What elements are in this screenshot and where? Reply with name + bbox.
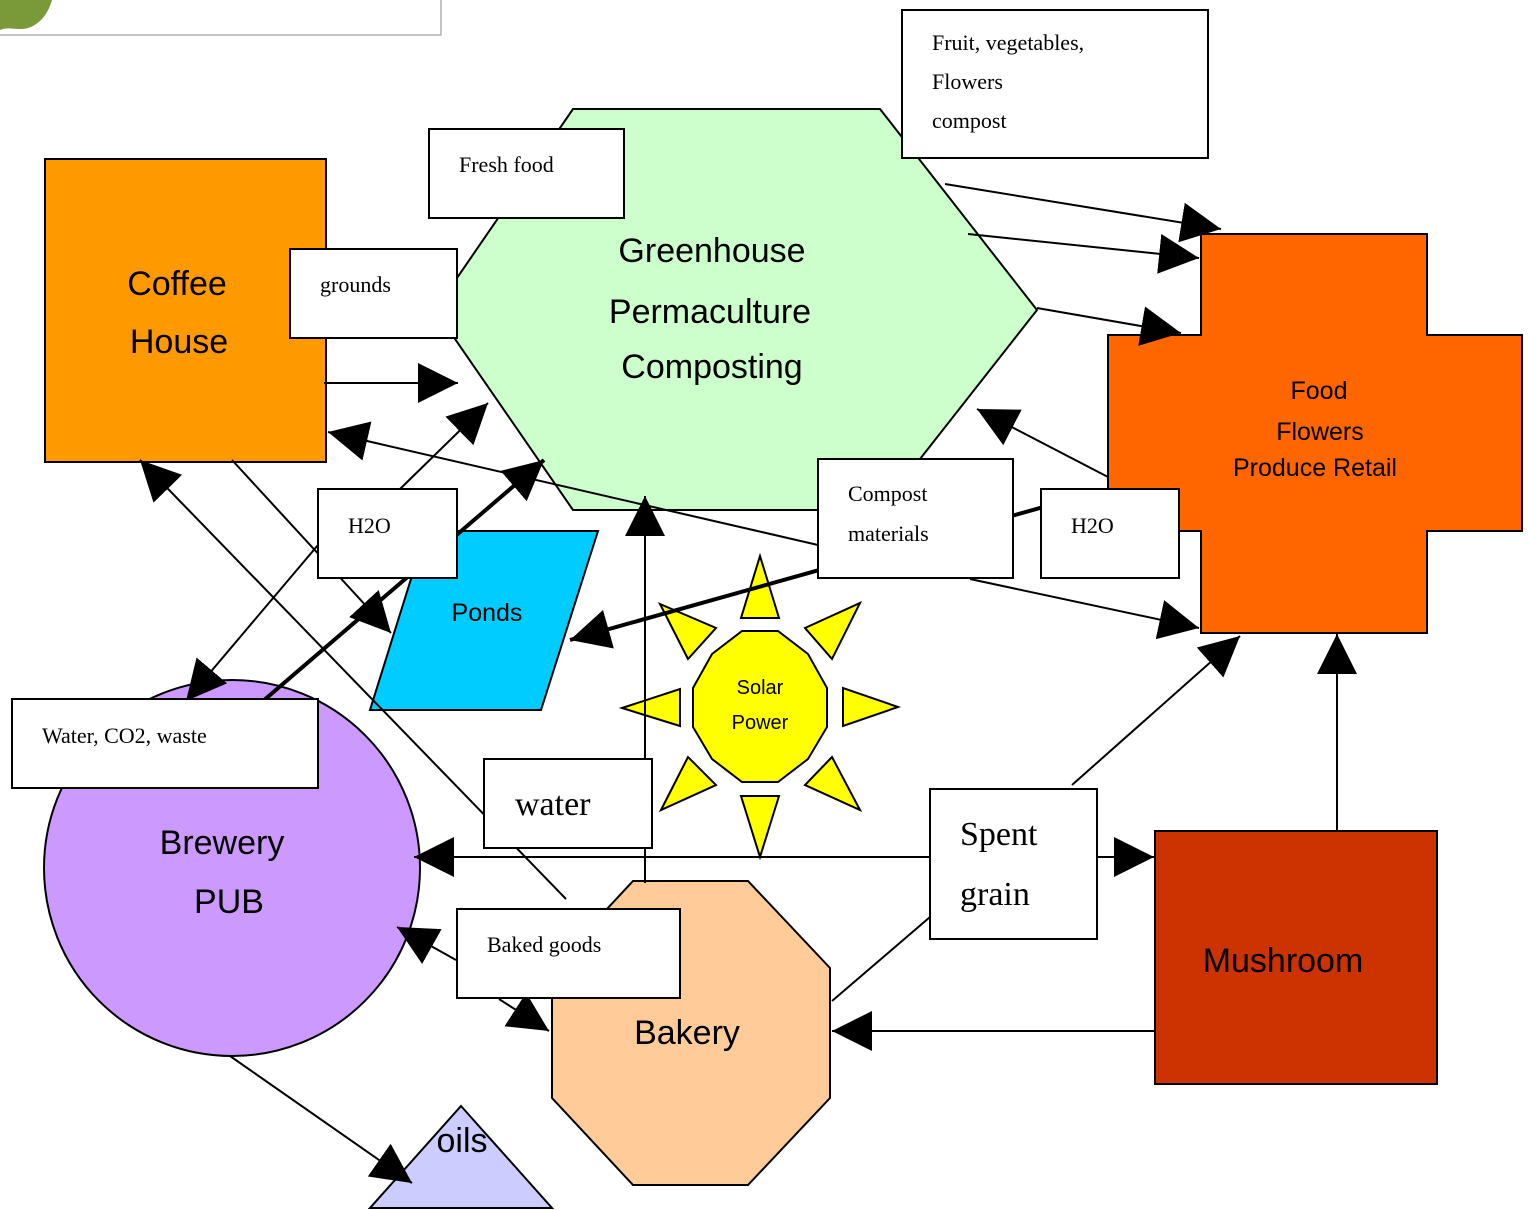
flow-arrow (969, 578, 1200, 640)
compost-materials-line2: materials (848, 521, 929, 546)
spent-grain-line1: Spent (960, 816, 1038, 853)
leaf-logo-icon (0, 0, 52, 30)
label-box (901, 9, 1209, 159)
grounds-label: grounds (320, 272, 391, 297)
brewery-label-line1: Brewery (160, 824, 285, 862)
solar-label-line2: Power (732, 712, 789, 734)
water-label: water (515, 786, 591, 823)
label-box (289, 248, 458, 339)
bakery-label: Bakery (634, 1014, 740, 1052)
retail-node (1107, 233, 1523, 634)
flow-arrow (396, 926, 457, 964)
label-box (929, 788, 1098, 940)
greenhouse-label-line1: Greenhouse (618, 232, 805, 270)
fruit-veg-line2: Flowers (932, 69, 1003, 94)
label-box (817, 458, 1014, 579)
retail-label-line1: Food (1291, 377, 1348, 405)
logo-frame (0, 0, 442, 36)
flow-arrow (261, 458, 546, 703)
mushroom-label: Mushroom (1203, 942, 1364, 980)
oils-label: oils (436, 1122, 487, 1160)
mushroom-node (1154, 830, 1438, 1085)
sun-ray (657, 601, 718, 661)
greenhouse-label-line2: Permaculture (609, 293, 811, 331)
label-box (317, 488, 458, 579)
greenhouse-label-line3: Composting (621, 348, 802, 386)
spent-grain-line2: grain (960, 876, 1030, 913)
label-box (428, 128, 625, 219)
oils-node (367, 1104, 555, 1209)
flow-arrow (231, 459, 392, 634)
flow-arrow (229, 1055, 413, 1184)
solar-power-node (692, 630, 828, 783)
flow-arrow (967, 233, 1200, 274)
coffee-house-node (44, 158, 327, 463)
coffee-house-label-line2: House (130, 323, 228, 361)
flow-arrow (498, 992, 550, 1032)
sun-ray (658, 755, 718, 813)
sun-ray (803, 755, 863, 813)
flow-arrow (976, 408, 1109, 478)
flow-line (831, 916, 931, 1002)
flow-arrow (185, 544, 319, 702)
flow-arrow (327, 421, 819, 546)
compost-materials-line1: Compost (848, 481, 927, 506)
sun-ray (803, 600, 863, 661)
flow-arrow (399, 402, 489, 490)
sun-ray (842, 686, 902, 728)
coffee-house-label-line1: Coffee (127, 265, 227, 303)
water-co2-waste-label: Water, CO2, waste (42, 723, 207, 748)
ponds-label: Ponds (452, 599, 523, 627)
h2o-right-label: H2O (1071, 513, 1114, 538)
fresh-food-label: Fresh food (459, 152, 554, 177)
retail-label-line2: Flowers (1276, 418, 1364, 446)
flow-arrow (944, 183, 1222, 243)
solar-label-line1: Solar (737, 677, 784, 699)
fruit-veg-line3: compost (932, 108, 1007, 133)
flow-arrow (1036, 306, 1182, 346)
label-box (483, 758, 653, 849)
sun-ray (618, 687, 681, 728)
baked-goods-label: Baked goods (487, 932, 601, 957)
sun-icon (618, 552, 902, 861)
retail-label-line3: Produce Retail (1233, 454, 1397, 482)
label-box (11, 698, 319, 789)
label-box (1040, 488, 1180, 579)
sun-ray (739, 795, 781, 861)
flow-arrow (1071, 635, 1241, 786)
label-box (456, 908, 681, 999)
brewery-label-line2: PUB (194, 883, 264, 921)
fruit-veg-line1: Fruit, vegetables, (932, 30, 1084, 55)
h2o-left-label: H2O (348, 513, 391, 538)
